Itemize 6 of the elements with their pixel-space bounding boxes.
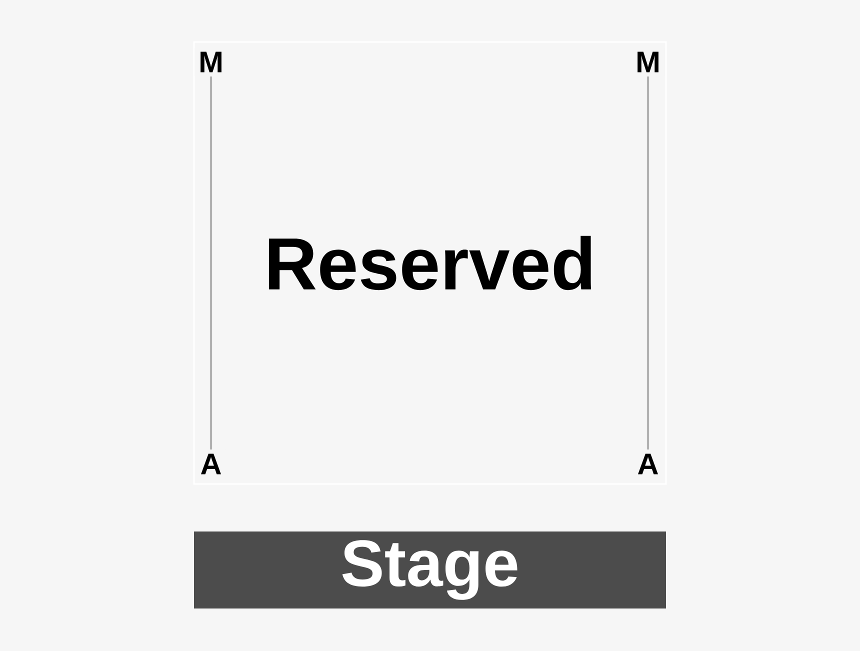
row-label: M bbox=[632, 48, 664, 76]
stage-bar: Stage bbox=[194, 532, 666, 608]
aisle-line bbox=[210, 76, 212, 450]
row-label: M bbox=[194, 48, 228, 76]
row-label: A bbox=[633, 450, 663, 478]
row-label: A bbox=[196, 450, 226, 478]
